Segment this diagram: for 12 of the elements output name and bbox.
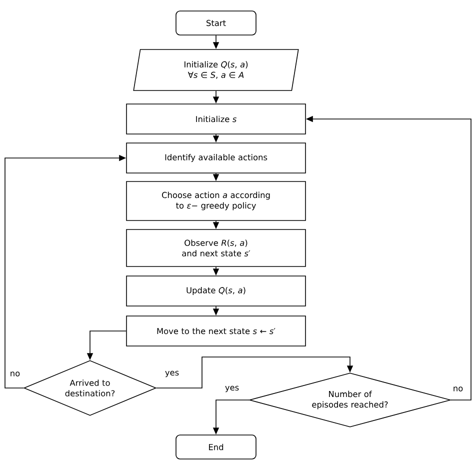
arrow [156,356,354,388]
process-box: Observe R(s, a) and next state s′ [126,229,306,267]
input-parallelogram: Initialize Q(s, a) ∀s ∈ S, a ∈ A [133,49,299,91]
terminal-box: End [176,434,256,460]
edge-label: no [452,386,464,392]
edge-label: no [8,370,22,378]
process-box: Choose action a according to ε− greedy policy [126,181,306,221]
process-box: Initialize s [126,104,306,134]
terminal-box: Start [176,10,256,36]
process-box: Update Q(s, a) [126,276,306,306]
process-box: Move to the next state s ← s′ [126,316,306,346]
process-box: Identify available actions [126,142,306,174]
